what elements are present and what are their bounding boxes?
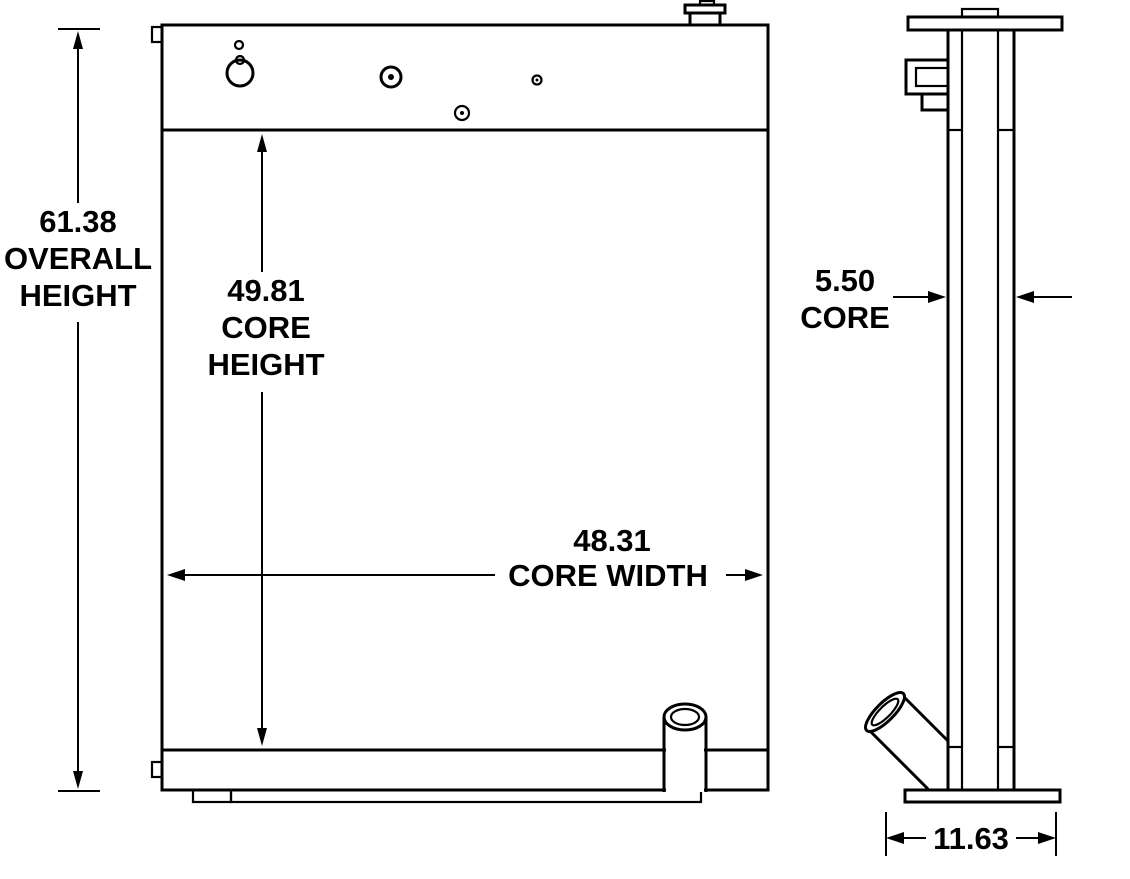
top-tank-holes bbox=[225, 39, 543, 122]
bracket-body bbox=[904, 58, 950, 96]
small-hole-icon bbox=[233, 39, 245, 51]
outlet-tube bbox=[662, 702, 708, 792]
core-depth-arrow-left-icon bbox=[1016, 291, 1034, 303]
large-hole-icon bbox=[225, 58, 255, 88]
overall-height-arrow-up-icon bbox=[73, 31, 83, 49]
dim-core-height: 49.81 CORE HEIGHT bbox=[207, 134, 325, 746]
probe-hole-center bbox=[388, 74, 394, 80]
bottom-flange bbox=[903, 788, 1062, 804]
front-outline bbox=[160, 23, 770, 792]
core-depth-arrow-right-icon bbox=[928, 291, 946, 303]
side-bracket bbox=[904, 58, 950, 112]
filler-cap-top bbox=[683, 3, 727, 15]
base-foot bbox=[191, 788, 233, 804]
core-width-arrow-left-icon bbox=[167, 569, 185, 581]
core-depth-word: CORE bbox=[800, 300, 890, 335]
core-height-word1: CORE bbox=[221, 310, 311, 345]
bracket-tab bbox=[920, 92, 950, 112]
core-width-arrow-right-icon bbox=[745, 569, 763, 581]
overall-depth-arrow-right-icon bbox=[1038, 832, 1056, 844]
overall-height-value: 61.38 bbox=[39, 204, 117, 239]
overall-depth-value: 11.63 bbox=[933, 821, 1009, 856]
core-height-word2: HEIGHT bbox=[207, 347, 324, 382]
right-hole-icon bbox=[531, 74, 543, 86]
pipe-lower-wall bbox=[866, 727, 930, 791]
pipe-bore bbox=[870, 697, 900, 727]
core-width-value: 48.31 bbox=[573, 523, 651, 558]
outlet-tube-bore bbox=[669, 707, 701, 727]
probe-hole-icon bbox=[379, 65, 403, 89]
filler-cap bbox=[683, 0, 727, 27]
core-height-value: 49.81 bbox=[227, 273, 305, 308]
dim-overall-height: 61.38 OVERALL HEIGHT bbox=[4, 28, 152, 792]
filler-cap-tab bbox=[698, 0, 716, 7]
core-height-arrow-down-icon bbox=[257, 728, 267, 746]
front-view bbox=[150, 0, 770, 804]
base-channel bbox=[229, 788, 703, 804]
dim-core-width: 48.31 CORE WIDTH bbox=[167, 523, 763, 593]
dim-core-depth: 5.50 CORE bbox=[800, 263, 1072, 335]
side-view bbox=[864, 7, 1064, 804]
bracket-slot bbox=[914, 66, 950, 88]
dim-overall-depth: 11.63 bbox=[885, 812, 1057, 856]
core-depth-value: 5.50 bbox=[815, 263, 875, 298]
top-flange bbox=[906, 15, 1064, 32]
core-height-arrow-up-icon bbox=[257, 134, 267, 152]
overall-height-word1: OVERALL bbox=[4, 241, 152, 276]
overall-height-arrow-down-icon bbox=[73, 771, 83, 789]
mid-hole-center bbox=[460, 111, 464, 115]
right-hole-center bbox=[535, 78, 539, 82]
pipe-rim bbox=[864, 691, 906, 733]
core-width-word: CORE WIDTH bbox=[508, 558, 708, 593]
side-outlet-pipe bbox=[864, 691, 950, 791]
overall-depth-arrow-left-icon bbox=[886, 832, 904, 844]
pipe-upper-wall bbox=[900, 693, 950, 743]
overall-height-word2: HEIGHT bbox=[19, 278, 136, 313]
mid-hole-icon bbox=[453, 104, 471, 122]
